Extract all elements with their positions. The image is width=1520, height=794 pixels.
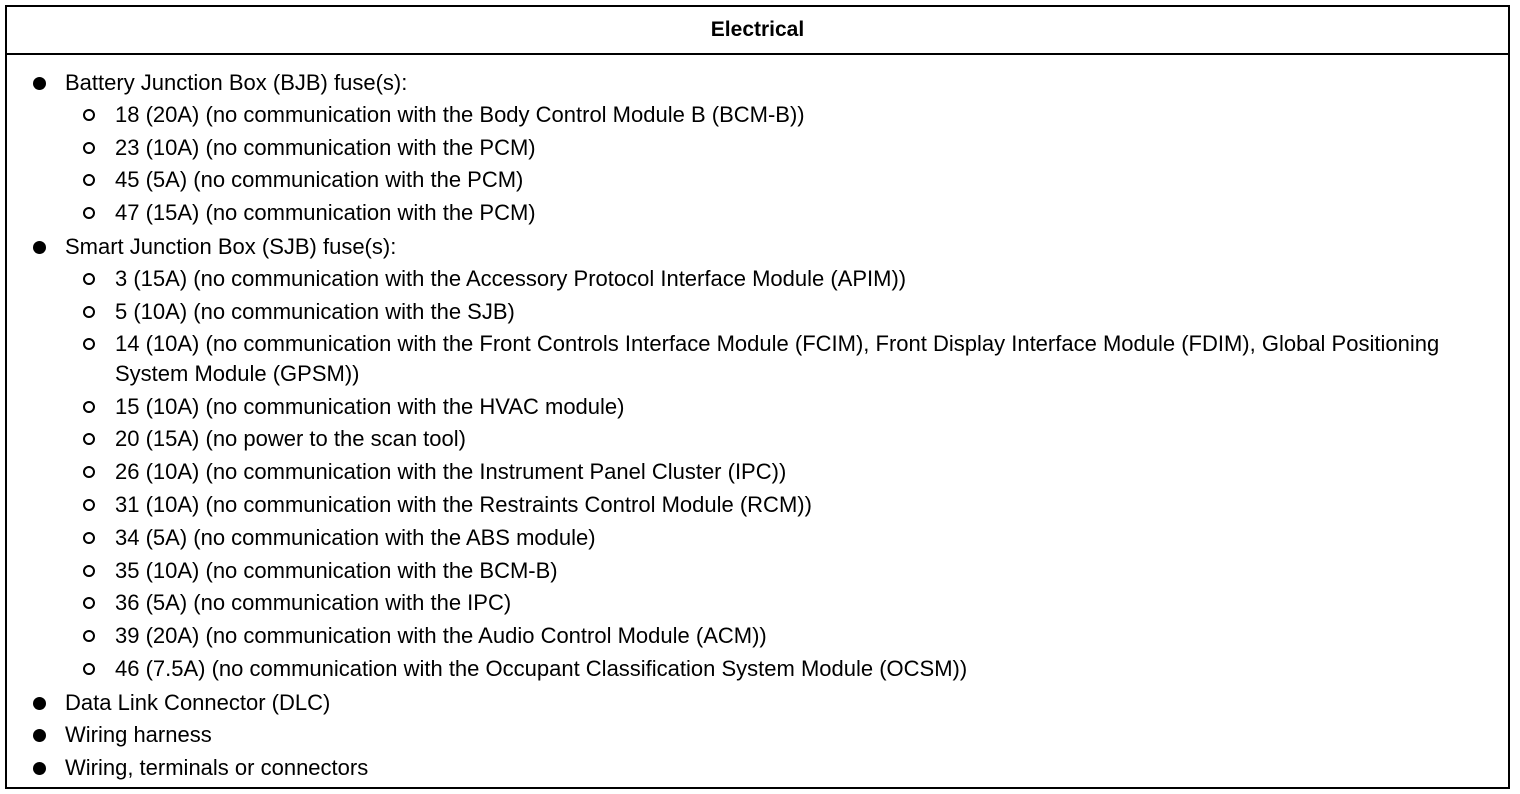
sub-list-item: 5 (10A) (no communication with the SJB) (65, 297, 1508, 327)
sub-list-item-text: 20 (15A) (no power to the scan tool) (115, 426, 466, 452)
sub-list-item-text: 14 (10A) (no communication with the Fron… (115, 331, 1440, 386)
sub-list-item: 3 (15A) (no communication with the Acces… (65, 264, 1508, 294)
list-item: Smart Junction Box (SJB) fuse(s): 3 (15A)… (7, 231, 1508, 684)
hollow-bullet-icon (83, 499, 95, 511)
sub-list-item-text: 39 (20A) (no communication with the Audi… (115, 623, 767, 649)
list-item: Wiring, terminals or connectors (7, 752, 1508, 785)
sub-list-item: 20 (15A) (no power to the scan tool) (65, 424, 1508, 454)
list-item-text: Battery Junction Box (BJB) fuse(s): (65, 70, 408, 95)
sub-list-item-text: 45 (5A) (no communication with the PCM) (115, 167, 524, 193)
sub-list-item: 34 (5A) (no communication with the ABS m… (65, 523, 1508, 553)
table-title: Electrical (710, 18, 805, 41)
list-item: Battery Junction Box (BJB) fuse(s): 18 (2… (7, 67, 1508, 228)
hollow-bullet-icon (83, 338, 95, 351)
sub-list-item: 35 (10A) (no communication with the BCM-… (65, 556, 1508, 586)
hollow-bullet-icon (83, 564, 95, 577)
hollow-bullet-icon (83, 597, 95, 610)
hollow-bullet-icon (83, 141, 95, 154)
hollow-bullet-icon (83, 466, 95, 479)
sub-list-item: 15 (10A) (no communication with the HVAC… (65, 392, 1508, 422)
list-item-text: Smart Junction Box (SJB) fuse(s): (65, 233, 397, 259)
cause-list: Battery Junction Box (BJB) fuse(s): 18 (2… (7, 67, 1508, 785)
sub-list-item-text: 3 (15A) (no communication with the Acces… (115, 265, 907, 291)
sub-list-item-text: 23 (10A) (no communication with the PCM) (115, 134, 536, 160)
hollow-bullet-icon (83, 662, 95, 675)
sub-list: 3 (15A) (no communication with the Acces… (65, 264, 1508, 684)
electrical-table: Electrical Battery Junction Box (BJB) fu… (5, 5, 1510, 789)
bullet-icon (33, 729, 46, 743)
hollow-bullet-icon (83, 108, 95, 121)
sub-list: 18 (20A) (no communication with the Body… (65, 100, 1508, 228)
hollow-bullet-icon (83, 433, 95, 446)
sub-list-item-text: 18 (20A) (no communication with the Body… (115, 101, 805, 127)
bullet-icon (33, 696, 46, 710)
sub-list-item: 26 (10A) (no communication with the Inst… (65, 457, 1508, 487)
list-item-text: Wiring harness (65, 722, 212, 748)
sub-list-item: 14 (10A) (no communication with the Fron… (65, 329, 1508, 388)
sub-list-item-text: 34 (5A) (no communication with the ABS m… (115, 524, 596, 550)
bullet-icon (33, 77, 46, 90)
sub-list-item-text: 46 (7.5A) (no communication with the Occ… (115, 655, 968, 681)
list-item: Wiring harness (7, 719, 1508, 752)
table-body: Battery Junction Box (BJB) fuse(s): 18 (2… (7, 55, 1508, 785)
sub-list-item-text: 35 (10A) (no communication with the BCM-… (115, 557, 558, 583)
list-item-text: Wiring, terminals or connectors (65, 755, 369, 781)
bullet-icon (33, 240, 46, 254)
sub-list-item: 47 (15A) (no communication with the PCM) (65, 198, 1508, 228)
sub-list-item-text: 47 (15A) (no communication with the PCM) (115, 200, 536, 226)
sub-list-item-text: 5 (10A) (no communication with the SJB) (115, 298, 515, 324)
sub-list-item: 23 (10A) (no communication with the PCM) (65, 133, 1508, 163)
sub-list-item: 39 (20A) (no communication with the Audi… (65, 621, 1508, 651)
sub-list-item-text: 15 (10A) (no communication with the HVAC… (115, 393, 625, 419)
hollow-bullet-icon (83, 174, 95, 187)
sub-list-item-text: 31 (10A) (no communication with the Rest… (115, 492, 812, 517)
hollow-bullet-icon (83, 305, 95, 318)
hollow-bullet-icon (83, 400, 95, 413)
sub-list-item-text: 26 (10A) (no communication with the Inst… (115, 459, 787, 485)
hollow-bullet-icon (83, 207, 95, 220)
table-header: Electrical (7, 7, 1508, 55)
bullet-icon (33, 762, 46, 776)
sub-list-item: 46 (7.5A) (no communication with the Occ… (65, 654, 1508, 684)
sub-list-item-text: 36 (5A) (no communication with the IPC) (115, 590, 512, 616)
list-item-text: Data Link Connector (DLC) (65, 689, 331, 715)
sub-list-item: 45 (5A) (no communication with the PCM) (65, 165, 1508, 195)
sub-list-item: 36 (5A) (no communication with the IPC) (65, 588, 1508, 618)
sub-list-item: 18 (20A) (no communication with the Body… (65, 100, 1508, 130)
list-item: Data Link Connector (DLC) (7, 687, 1508, 720)
hollow-bullet-icon (83, 630, 95, 643)
hollow-bullet-icon (83, 531, 95, 544)
sub-list-item: 31 (10A) (no communication with the Rest… (65, 490, 1508, 520)
hollow-bullet-icon (83, 272, 95, 285)
